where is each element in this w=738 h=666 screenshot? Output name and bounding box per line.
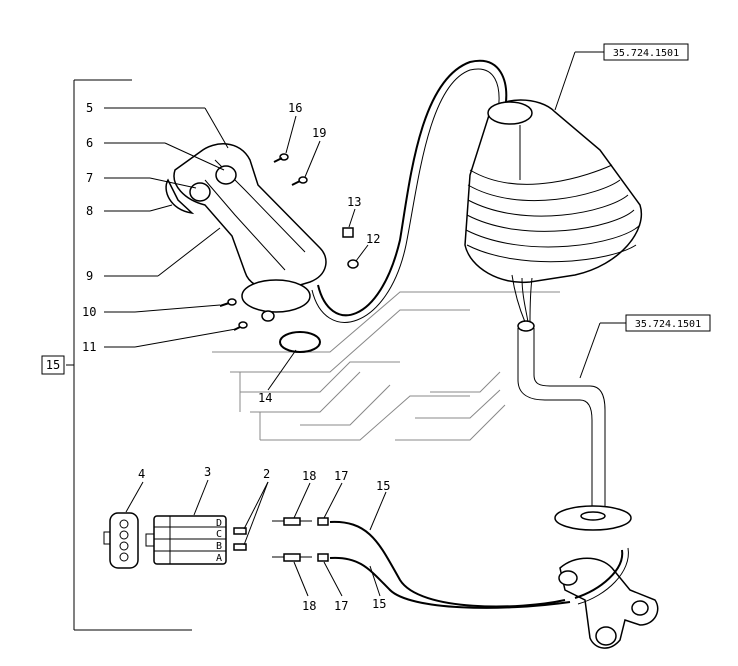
group-label-box: 15 <box>41 355 65 375</box>
label-5: 5 <box>86 101 93 115</box>
ring-14 <box>279 331 321 353</box>
seal-17-upper <box>317 517 329 526</box>
rubber-boot <box>464 99 643 284</box>
screw-19 <box>291 176 308 186</box>
reference-box-middle: 35.724.1501 <box>625 314 711 332</box>
label-10: 10 <box>82 305 96 319</box>
screw-16 <box>273 153 289 163</box>
svg-text:A: A <box>216 553 222 564</box>
label-2: 2 <box>263 467 270 481</box>
washer-12 <box>347 259 359 269</box>
reference-box-top: 35.724.1501 <box>603 43 689 61</box>
svg-text:B: B <box>216 541 222 552</box>
label-18-upper: 18 <box>302 469 316 483</box>
terminals-2 <box>233 527 247 551</box>
label-17-lower: 17 <box>334 599 348 613</box>
label-6: 6 <box>86 136 93 150</box>
joystick-handle <box>165 143 327 322</box>
label-13: 13 <box>347 195 361 209</box>
connector-housing-3: D C B A <box>145 515 227 565</box>
label-12: 12 <box>366 232 380 246</box>
label-7: 7 <box>86 171 93 185</box>
label-19: 19 <box>312 126 326 140</box>
label-4: 4 <box>138 467 145 481</box>
terminal-18-lower <box>272 553 312 562</box>
background-cab-outline <box>212 291 560 441</box>
mounting-pipe <box>517 320 632 531</box>
svg-text:15: 15 <box>46 358 60 372</box>
screw-10 <box>219 298 237 307</box>
label-18-lower: 18 <box>302 599 316 613</box>
wire-15 <box>329 520 629 609</box>
label-8: 8 <box>86 204 93 218</box>
svg-text:35.724.1501: 35.724.1501 <box>613 48 679 59</box>
terminal-18-upper <box>272 517 312 526</box>
label-11: 11 <box>82 340 96 354</box>
label-14: 14 <box>258 391 272 405</box>
group-bracket <box>66 79 192 631</box>
label-16: 16 <box>288 101 302 115</box>
label-9: 9 <box>86 269 93 283</box>
boot-wires <box>511 274 533 323</box>
label-17-upper: 17 <box>334 469 348 483</box>
svg-text:C: C <box>216 529 222 540</box>
label-15-upper: 15 <box>376 479 390 493</box>
bottom-bracket <box>558 557 659 649</box>
connector-plug-4 <box>103 512 139 569</box>
seal-17-lower <box>317 553 329 562</box>
handle-cable <box>311 59 508 323</box>
svg-text:35.724.1501: 35.724.1501 <box>635 319 701 330</box>
leader-lines <box>104 51 626 597</box>
svg-text:D: D <box>216 518 222 529</box>
screw-11 <box>233 321 248 331</box>
part-labels: 5 6 7 8 9 10 11 16 19 13 12 14 4 3 2 18 … <box>82 101 390 613</box>
nut-13 <box>342 227 354 238</box>
label-3: 3 <box>204 465 211 479</box>
label-15-lower: 15 <box>372 597 386 611</box>
